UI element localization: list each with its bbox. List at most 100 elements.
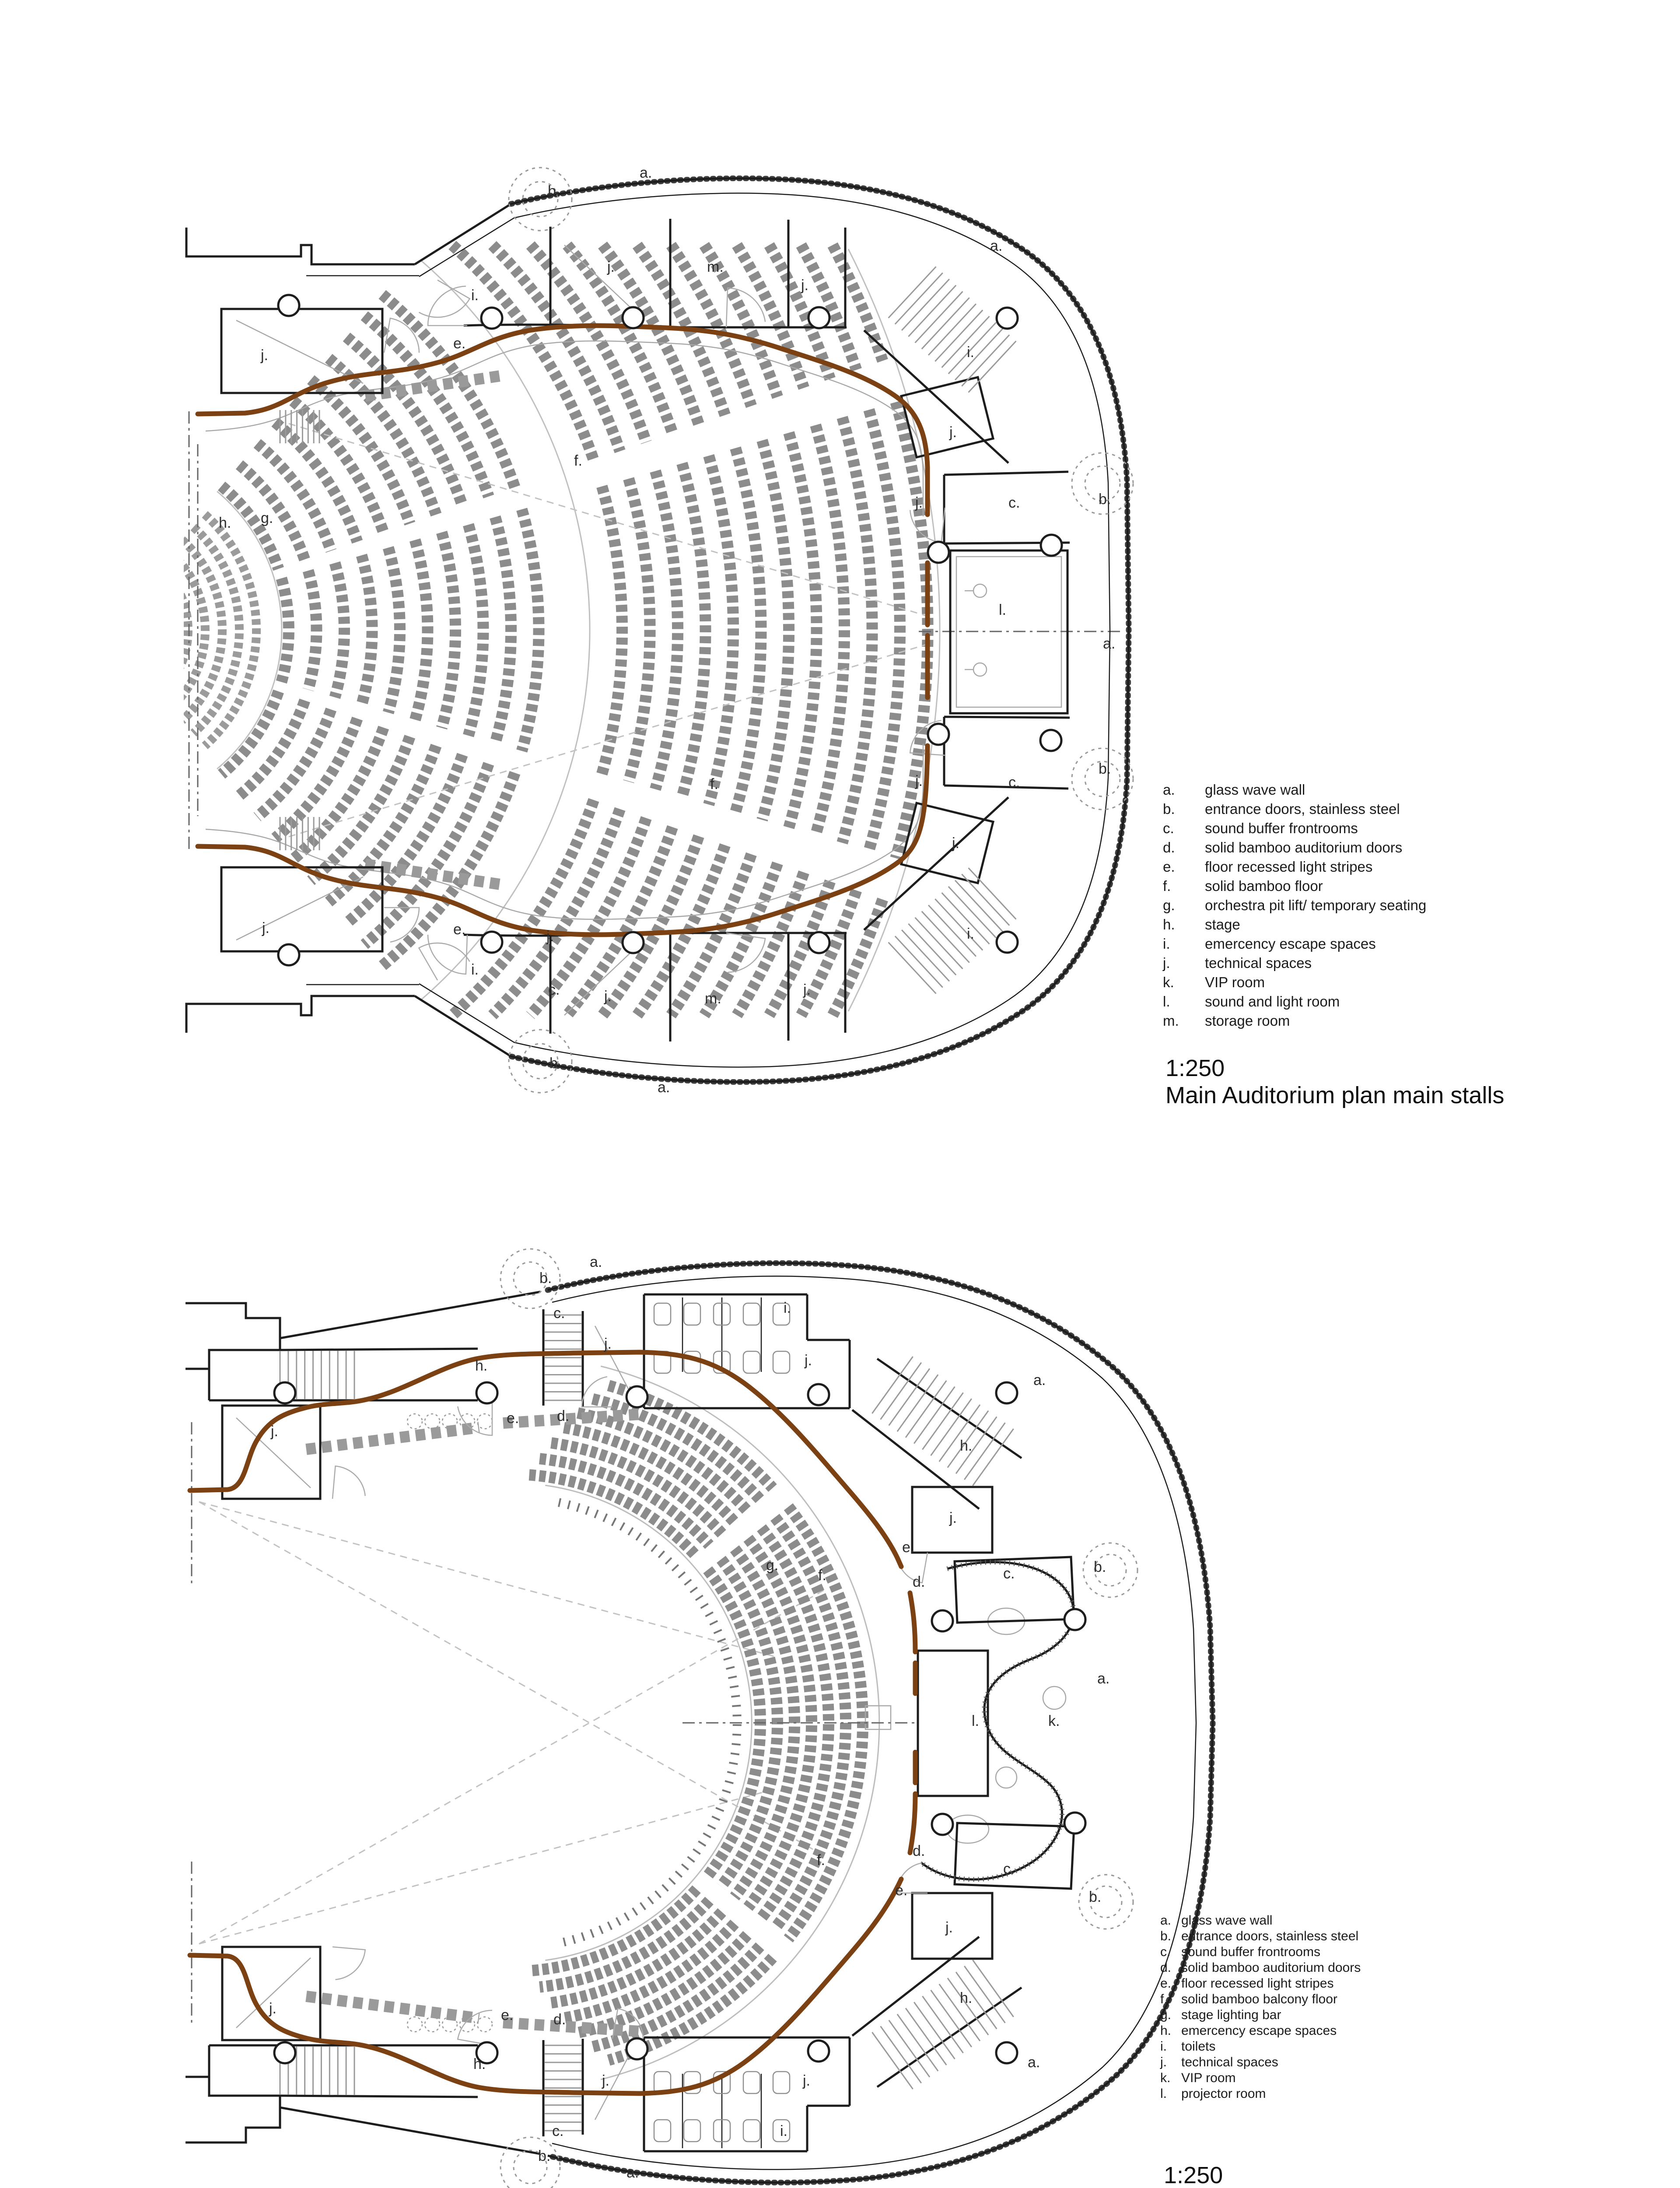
plan-letter-label: e.	[453, 335, 466, 352]
plan-letter-label: j.	[803, 982, 811, 998]
plan-letter-labels: b.a.c.j.h.i.j.j.e.d.a.h.j.c.b.e.d.g.f.l.…	[269, 1254, 1110, 2181]
legend-item-key: j.	[1163, 955, 1170, 971]
stair-step	[941, 892, 990, 945]
stair-step	[934, 309, 984, 362]
column	[927, 540, 950, 564]
seat-row	[810, 423, 850, 837]
plan-letter-label: c.	[1003, 1565, 1015, 1582]
seat-row	[756, 438, 794, 822]
stair-step	[968, 340, 1017, 393]
legend-item-label: emercency escape spaces	[1205, 936, 1376, 952]
entrance-door-dashed-arcs	[500, 1248, 1138, 2188]
plan-letter-label: d.	[913, 1843, 925, 1859]
dashed-circle-fixture	[476, 2016, 493, 2033]
legend-item-key: a.	[1163, 782, 1175, 798]
seat-row	[235, 460, 310, 562]
plan-letter-label: h.	[219, 515, 231, 531]
legend-main-stalls: a. glass wave wall b. entrance doors, st…	[1163, 782, 1426, 1032]
seat-row	[632, 843, 731, 1019]
plan-letter-label: f.	[817, 1852, 825, 1869]
stair-step	[955, 1416, 998, 1474]
legend-item-key: j.	[1160, 2055, 1167, 2069]
stair-step	[872, 1356, 914, 1414]
plan-letter-label: c.	[1003, 1861, 1015, 1877]
column	[1063, 1608, 1087, 1631]
seat-row	[360, 311, 494, 498]
legend-item-key: b.	[1160, 1929, 1172, 1943]
legend-item-label: glass wave wall	[1205, 782, 1306, 798]
stair-step	[921, 297, 970, 350]
legend-item: k. VIP room	[1163, 974, 1426, 993]
toilet-fixture	[772, 2119, 791, 2142]
axis-dash-dot-lines	[191, 1422, 918, 2023]
legend-item-key: h.	[1160, 2023, 1172, 2038]
legend-item: d. solid bamboo auditorium doors	[1160, 1960, 1361, 1976]
column	[807, 1383, 830, 1406]
plan-letter-label: b.	[548, 183, 560, 200]
plan-letter-label: b.	[1089, 1889, 1101, 1905]
seat-row	[539, 1453, 714, 1549]
legend-item-key: i.	[1163, 936, 1170, 952]
legend-item-key: e.	[1160, 1976, 1172, 1991]
plan-letter-label: b.	[538, 2148, 550, 2164]
stair-step	[880, 2026, 922, 2084]
stair-step	[888, 2020, 931, 2078]
legend-item: j. technical spaces	[1160, 2055, 1361, 2071]
plan-letter-label: b.	[1094, 1559, 1106, 1575]
seat-row	[770, 1514, 852, 1932]
seat-row	[488, 807, 626, 1020]
plan-letter-label: a.	[1103, 635, 1115, 652]
plan-title: Main Auditorium plan main stalls	[1166, 1082, 1505, 1108]
stair-step	[913, 1386, 956, 1444]
stair-hatches	[279, 266, 1017, 994]
legend-item-label: sound buffer frontrooms	[1205, 820, 1358, 836]
seat-row	[526, 241, 652, 444]
stair-step	[894, 272, 943, 325]
toilet-fixture	[713, 1302, 731, 1326]
dashed-circle-fixture	[476, 1413, 493, 1430]
column	[625, 2037, 649, 2061]
seat-row	[563, 825, 678, 1019]
orchestra-seat-row	[184, 560, 210, 701]
toilet-fixture	[772, 2071, 791, 2094]
plan-letter-label: j.	[804, 1352, 812, 1369]
seat-row	[463, 523, 489, 737]
stair-step	[901, 929, 950, 982]
plan-letter-label: f.	[710, 776, 718, 792]
legend-item: l. sound and light room	[1163, 993, 1426, 1013]
legend-item-label: VIP room	[1205, 974, 1265, 990]
plan-letter-label: i.	[784, 1300, 791, 1316]
scale-label: 1:250	[1166, 1055, 1225, 1081]
column	[995, 2041, 1018, 2065]
orchestra-seat-row	[184, 591, 192, 670]
sightline-dashes	[199, 1501, 827, 1945]
seat-row	[253, 708, 336, 821]
stair-step	[908, 284, 957, 337]
legend-item-label: technical spaces	[1205, 955, 1312, 971]
stair-step	[968, 867, 1017, 920]
title-main-stalls: 1:250 Main Auditorium plan main stalls	[1166, 1055, 1504, 1109]
column	[475, 1381, 499, 1405]
seat-row	[623, 477, 656, 783]
column	[1039, 729, 1063, 752]
seat-row	[302, 569, 322, 691]
seat-row	[343, 333, 468, 508]
plan-letter-label: c.	[548, 982, 560, 998]
legend-item-key: e.	[1163, 859, 1175, 875]
seat-row	[591, 1942, 764, 2052]
stair-step	[972, 1428, 1014, 1486]
balcony-front-rail	[545, 1484, 752, 1961]
stair-step	[972, 1960, 1014, 2017]
legend-item-label: entrance doors, stainless steel	[1181, 1929, 1359, 1943]
stair-step	[872, 2032, 914, 2090]
plan-letter-label: j.	[602, 2072, 609, 2089]
legend-item: a. glass wave wall	[1160, 1913, 1361, 1929]
legend-item-label: sound buffer frontrooms	[1181, 1945, 1320, 1959]
seat-row	[598, 242, 704, 426]
seat-row	[591, 1393, 764, 1504]
seat-row	[528, 1885, 701, 1977]
toilet-fixture	[742, 1350, 761, 1374]
stair-step	[896, 2013, 939, 2072]
stair-step	[961, 873, 1010, 926]
